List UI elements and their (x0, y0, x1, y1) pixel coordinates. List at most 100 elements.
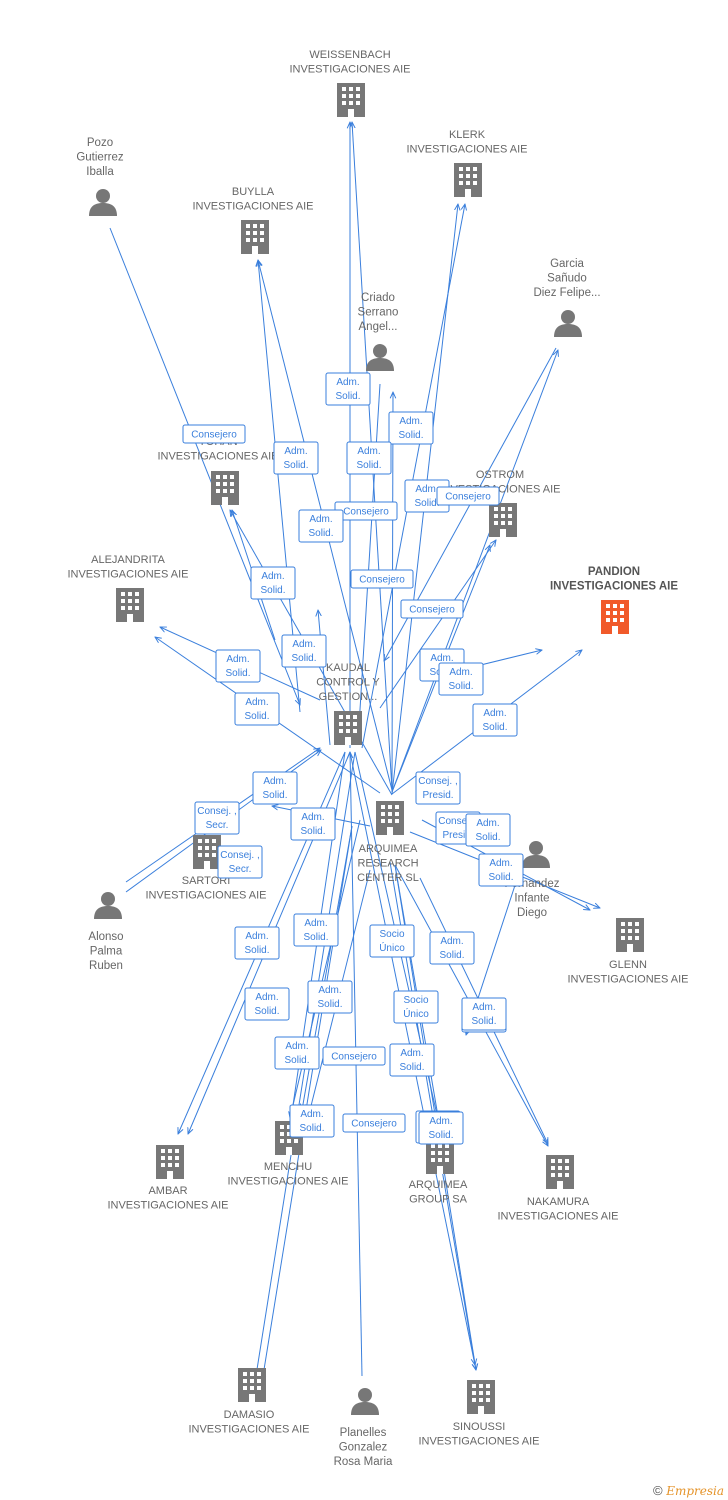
relationship-label[interactable]: Adm.Solid. (293, 913, 339, 947)
relationship-label[interactable]: Consejero (400, 599, 464, 619)
relationship-label[interactable]: Adm.Solid. (325, 372, 371, 406)
relationship-role-text: Consejero (191, 430, 237, 441)
relationship-label[interactable]: Adm.Solid. (418, 1111, 464, 1145)
relationship-label-box (289, 1104, 335, 1138)
relationship-label[interactable]: Adm.Solid. (273, 441, 319, 475)
node-label: INVESTIGACIONES AIE (497, 1211, 618, 1223)
relationship-label[interactable]: Consejero (350, 569, 414, 589)
relationship-edge (392, 392, 393, 793)
relationship-role-text: Solid. (308, 528, 333, 539)
empresia-footer[interactable]: © Empresia (653, 1483, 724, 1498)
person-icon (94, 892, 122, 919)
relationship-label[interactable]: Adm.Solid. (346, 441, 392, 475)
relationship-label[interactable]: Consej. ,Secr. (194, 801, 240, 835)
node-label: Sañudo (547, 273, 587, 285)
relationship-label[interactable]: Adm.Solid. (281, 634, 327, 668)
relationship-label-box (194, 801, 240, 835)
relationship-label[interactable]: Consejero (342, 1113, 406, 1133)
relationship-label[interactable]: Adm.Solid. (472, 703, 518, 737)
relationship-role-text: Adm. (292, 639, 315, 650)
relationship-label[interactable]: Consejero (334, 501, 398, 521)
relationship-labels: Adm.Solid.Adm.Solid.ConsejeroAdm.Solid.A… (182, 372, 524, 1145)
relationship-label[interactable]: Adm.Solid. (252, 771, 298, 805)
relationship-edge (109, 227, 300, 705)
relationship-role-text: Solid. (356, 460, 381, 471)
relationship-role-text: Único (379, 941, 405, 954)
relationship-label[interactable]: Consejero (436, 486, 500, 506)
relationship-label[interactable]: Adm.Solid. (389, 1043, 435, 1077)
relationship-label-box (438, 662, 484, 696)
relationship-role-text: Adm. (472, 1002, 495, 1013)
relationship-label[interactable]: Adm.Solid. (290, 807, 336, 841)
relationship-label[interactable]: Adm.Solid. (250, 566, 296, 600)
node-criado[interactable]: CriadoSerranoAngel... (358, 292, 399, 371)
relationship-role-text: Adm. (400, 1048, 423, 1059)
relationship-role-text: Adm. (415, 484, 438, 495)
node-label: Pozo (87, 137, 113, 149)
relationship-role-text: Consejero (351, 1119, 397, 1130)
relationship-role-text: Solid. (448, 681, 473, 692)
relationship-role-text: Adm. (300, 1109, 323, 1120)
relationship-label[interactable]: Consej. ,Presid. (415, 771, 461, 805)
relationship-label[interactable]: Adm.Solid. (234, 692, 280, 726)
relationship-label[interactable]: Adm.Solid. (215, 649, 261, 683)
relationship-role-text: Socio (403, 995, 428, 1006)
relationship-label[interactable]: Adm.Solid. (307, 980, 353, 1014)
node-label: Alonso (88, 931, 123, 943)
node-label: INVESTIGACIONES AIE (145, 890, 266, 902)
relationship-label[interactable]: Adm. Solid. (298, 509, 344, 543)
relationship-role-text: Adm. (309, 514, 332, 525)
relationship-role-text: Único (403, 1007, 429, 1020)
person-icon (522, 841, 550, 868)
node-label: ALEJANDRITA (91, 554, 165, 566)
relationship-label[interactable]: Adm.Solid. (388, 411, 434, 445)
relationship-label[interactable]: Adm.Solid. (244, 987, 290, 1021)
relationship-label[interactable]: Adm.Solid. (289, 1104, 335, 1138)
node-yohan[interactable]: YOHANINVESTIGACIONES AIE (157, 436, 279, 505)
relationship-label[interactable]: Adm.Solid. (234, 926, 280, 960)
relationship-label[interactable]: Consejero (182, 424, 246, 444)
relationship-role-text: Solid. (471, 1016, 496, 1027)
relationship-label[interactable]: Consej. ,Secr. (217, 845, 263, 879)
person-icon (351, 1388, 379, 1415)
relationship-label[interactable]: Adm.Solid. (478, 853, 524, 887)
relationship-role-text: Adm. (318, 985, 341, 996)
person-icon (366, 344, 394, 371)
relationship-label[interactable]: Adm.Solid. (429, 931, 475, 965)
relationship-label-box (250, 566, 296, 600)
relationship-label[interactable]: Adm. Solid. (461, 997, 507, 1031)
node-label: Criado (361, 292, 395, 304)
relationship-label-box (322, 1046, 386, 1066)
relationship-label[interactable]: Adm.Solid. (274, 1036, 320, 1070)
relationship-label[interactable]: Adm.Solid. (438, 662, 484, 696)
node-label: KAUDAL (326, 662, 370, 674)
person-icon (89, 189, 117, 216)
relationship-role-text: Adm. (255, 992, 278, 1003)
relationship-role-text: Solid. (262, 790, 287, 801)
relationship-label-box (273, 441, 319, 475)
relationship-label[interactable]: Adm.Solid. (465, 813, 511, 847)
relationship-label[interactable]: Consejero (322, 1046, 386, 1066)
